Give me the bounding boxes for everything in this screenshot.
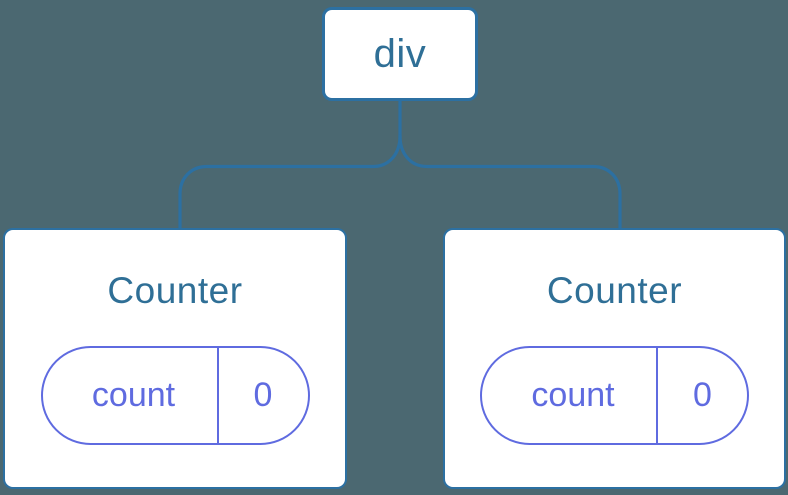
root-node-label: div bbox=[373, 31, 427, 76]
state-value-cell: 0 bbox=[658, 348, 747, 443]
counter-title: Counter bbox=[107, 270, 243, 311]
state-value: 0 bbox=[693, 375, 712, 414]
state-pill: count 0 bbox=[480, 345, 749, 445]
connector-right-branch bbox=[398, 134, 622, 230]
state-key-label: count bbox=[91, 375, 176, 414]
counter-title: Counter bbox=[546, 270, 683, 311]
root-node-div: div bbox=[322, 7, 478, 101]
state-value-cell: 0 bbox=[219, 348, 308, 443]
connector-left-branch bbox=[178, 134, 402, 230]
counter-card-left: Counter count 0 bbox=[3, 228, 347, 489]
counter-card-right: Counter count 0 bbox=[443, 228, 786, 489]
state-key-cell: count bbox=[482, 347, 658, 443]
state-key-cell: count bbox=[43, 347, 219, 443]
state-key-label: count bbox=[531, 375, 615, 414]
state-value: 0 bbox=[253, 375, 273, 414]
state-pill: count 0 bbox=[40, 345, 310, 445]
